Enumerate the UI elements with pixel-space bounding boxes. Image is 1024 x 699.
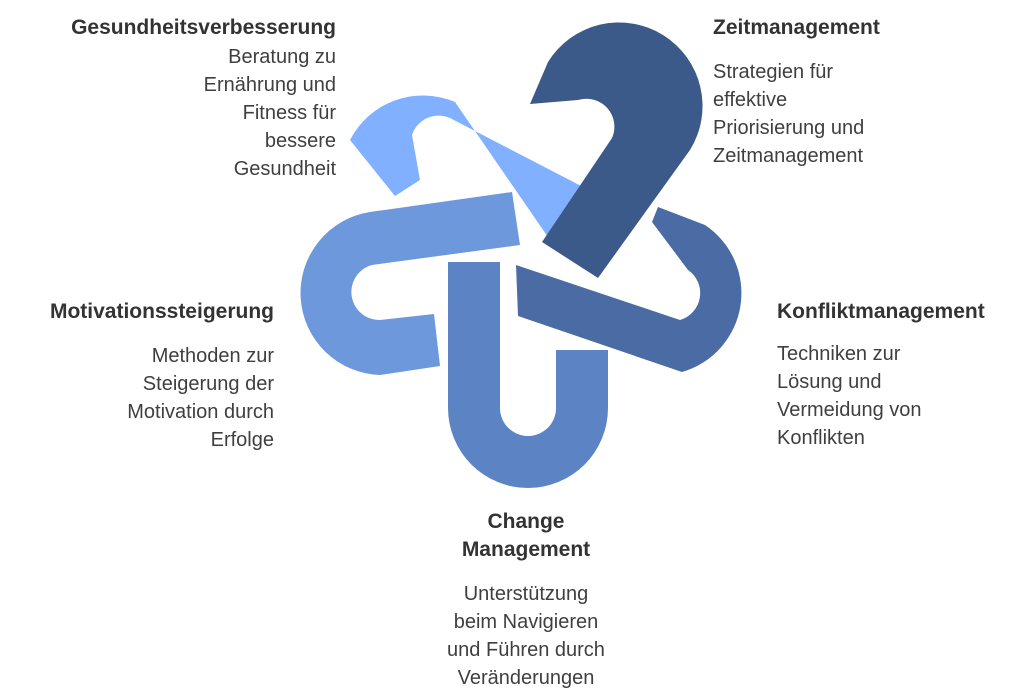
desc-line: Beratung zu	[228, 46, 336, 68]
desc-line: bessere	[264, 130, 336, 152]
desc-line: Steigerung der	[142, 373, 274, 395]
desc-line: Motivation durch	[127, 401, 274, 423]
desc-line: Veränderungen	[457, 667, 595, 689]
desc-line: beim Navigieren	[453, 611, 599, 633]
link-zeit	[530, 22, 703, 278]
change-block: Change Management Unterstützung beim Nav…	[388, 508, 664, 692]
desc-line: und Führen durch	[447, 639, 605, 661]
desc-line: Unterstützung	[463, 583, 589, 605]
zeit-link-shape	[530, 22, 703, 278]
change-title: Change Management	[388, 508, 664, 564]
desc-line: effektive	[713, 89, 788, 111]
link-gesundheit	[350, 95, 585, 241]
konflikt-title: Konfliktmanagement	[777, 300, 985, 323]
desc-line: Fitness für	[242, 102, 336, 124]
gesundheit-description: Beratung zu Ernährung und Fitness für be…	[30, 43, 336, 183]
title-line: Management	[461, 538, 591, 561]
konflikt-link-shape	[516, 207, 742, 372]
title-line: Change	[487, 510, 565, 533]
gesundheit-block: Gesundheitsverbesserung Beratung zu Ernä…	[30, 14, 336, 183]
motivation-title: Motivationssteigerung	[49, 300, 274, 323]
link-change	[448, 262, 608, 488]
desc-line: Ernährung und	[203, 74, 336, 96]
change-description: Unterstützung beim Navigieren und Führen…	[388, 580, 664, 692]
desc-line: Konflikten	[777, 427, 865, 449]
desc-line: Strategien für	[713, 61, 834, 83]
konflikt-description: Techniken zur Lösung und Vermeidung von …	[777, 340, 1017, 452]
desc-line: Vermeidung von	[777, 399, 922, 421]
desc-line: Erfolge	[210, 429, 274, 451]
zeit-block: Zeitmanagement Strategien für effektive …	[713, 14, 1003, 170]
gesundheit-title: Gesundheitsverbesserung	[71, 16, 336, 39]
desc-line: Methoden zur	[151, 345, 274, 367]
change-link-shape	[448, 262, 608, 488]
desc-line: Techniken zur	[777, 343, 901, 365]
gesundheit-link-shape	[350, 95, 585, 241]
zeit-description: Strategien für effektive Priorisierung u…	[713, 58, 1003, 170]
link-konflikt	[516, 207, 742, 372]
konflikt-block: Konfliktmanagement Techniken zur Lösung …	[777, 298, 1017, 452]
desc-line: Gesundheit	[233, 158, 336, 180]
motivation-description: Methoden zur Steigerung der Motivation d…	[20, 342, 274, 454]
link-motivation	[300, 192, 520, 375]
motivation-block: Motivationssteigerung Methoden zur Steig…	[20, 298, 274, 454]
desc-line: Priorisierung und	[713, 117, 865, 139]
motivation-link-shape	[300, 192, 520, 375]
zeit-title: Zeitmanagement	[713, 16, 880, 39]
desc-line: Zeitmanagement	[713, 145, 864, 167]
desc-line: Lösung und	[777, 371, 882, 393]
